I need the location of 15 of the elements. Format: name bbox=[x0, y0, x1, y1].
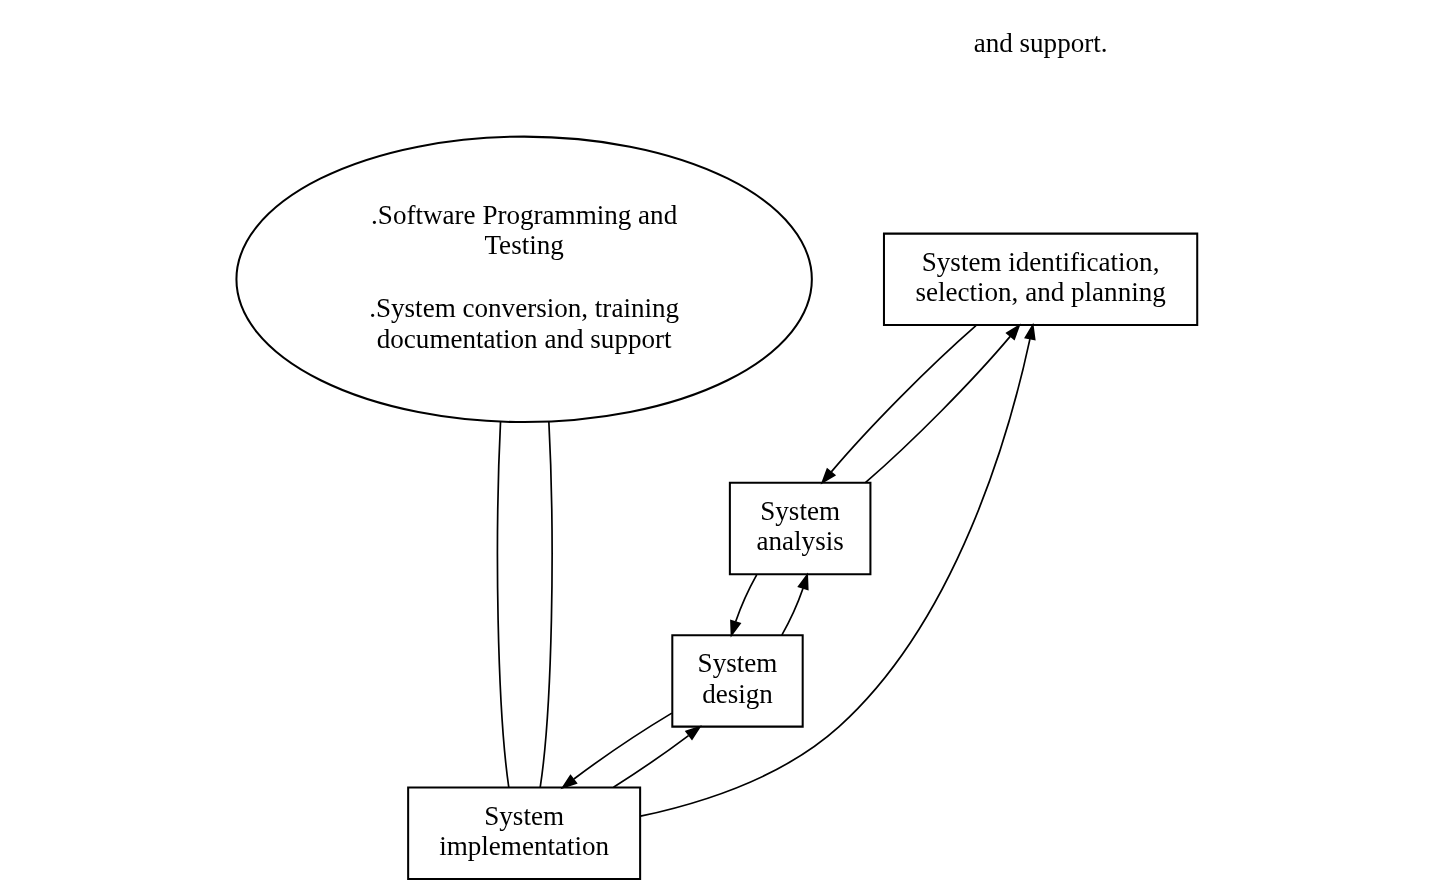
arrow bbox=[780, 572, 809, 636]
node-ellipse: .Software Programming and Testing .System conversion, training documentation and support bbox=[234, 135, 813, 424]
node-box: System implementation bbox=[406, 786, 641, 881]
arrow bbox=[820, 324, 977, 485]
arrow bbox=[612, 725, 702, 789]
connector bbox=[496, 420, 510, 789]
arrow bbox=[639, 322, 1036, 818]
arrow bbox=[729, 574, 757, 638]
node-box: System identification, selection, and planning bbox=[882, 232, 1198, 327]
connector bbox=[538, 420, 553, 789]
arrow bbox=[864, 323, 1021, 484]
arrow bbox=[560, 712, 673, 790]
node-box: System design bbox=[670, 634, 804, 728]
node-box: System analysis bbox=[728, 481, 871, 576]
label: and support. bbox=[973, 27, 1108, 58]
